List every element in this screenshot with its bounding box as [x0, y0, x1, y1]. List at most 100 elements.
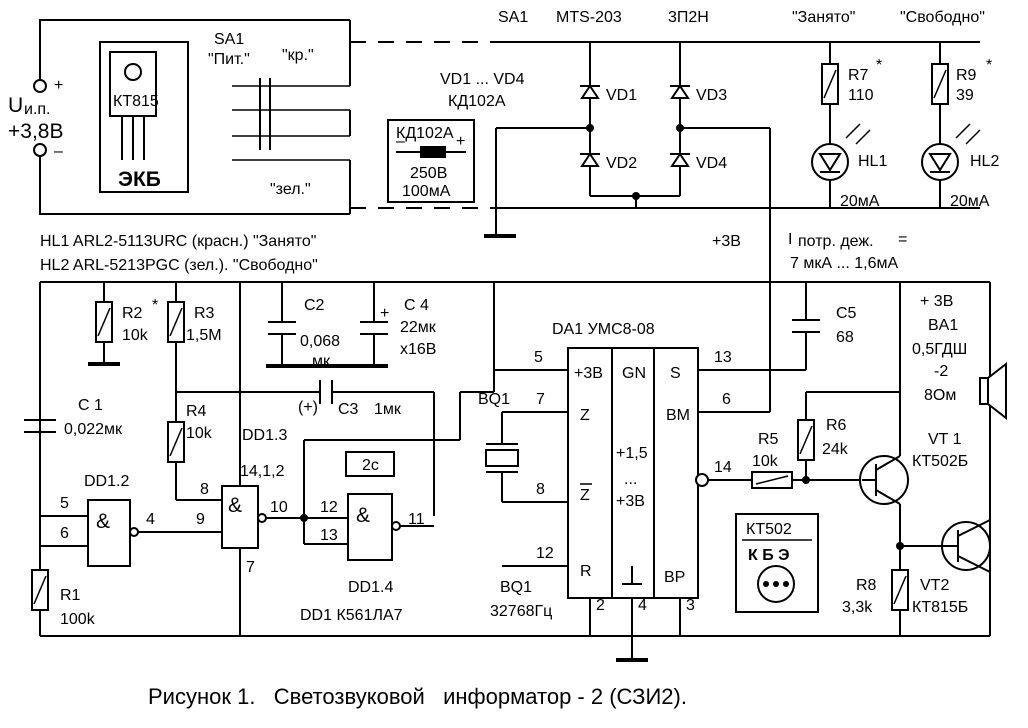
- vd3-label: VD3: [696, 87, 727, 104]
- voltage-label: U: [8, 94, 23, 117]
- transistor-vt1: VT 1 КТ502Б: [859, 392, 968, 636]
- chip-lbl-z: Z: [580, 407, 590, 424]
- c4-plus: +: [380, 305, 389, 322]
- cap-c1: C 1 0,022мк: [24, 397, 123, 438]
- c3-polarity: (+): [298, 399, 318, 416]
- gate-dd1-3: DD1.3 14,1,2 & 8 9 10 7: [176, 282, 495, 576]
- dd14-pin12: 12: [320, 499, 338, 516]
- chip-lbl-bp: BP: [664, 569, 685, 586]
- c5-value: 68: [836, 329, 854, 346]
- gate-dd1-2: DD1.2 & 5 6 4: [40, 473, 222, 567]
- r3-label: R3: [194, 305, 215, 322]
- vt2-model: КТ815Б: [912, 599, 968, 616]
- current-range: 7 мкА ... 1,6мА: [790, 255, 898, 272]
- sa1-ref: SA1: [214, 31, 244, 48]
- vt2-label: VT2: [920, 577, 949, 594]
- r1-label: R1: [60, 587, 81, 604]
- battery-card-model: КТ815: [113, 93, 159, 110]
- switch-green-label: "зел.": [270, 181, 311, 198]
- battery-card: КТ815 ЭКБ: [99, 41, 189, 193]
- led-section: R7 * 110 R9 * 39 HL1 HL2 20мА 20мА HL1 A…: [40, 42, 999, 274]
- chip-lbl-gn: GN: [622, 365, 646, 382]
- c1-value: 0,022мк: [64, 421, 123, 438]
- dd13-pin9: 9: [196, 511, 205, 528]
- dd14-pin13: 13: [320, 527, 338, 544]
- diode-card: КД102А – + 250В 100мА: [387, 119, 475, 203]
- chip-pin6: 6: [722, 391, 731, 408]
- chip-pin2: 2: [596, 597, 605, 614]
- chip-lbl-3v: +3В: [574, 365, 603, 382]
- speaker-ba1: + 3В BA1 0,5ГДШ -2 8Ом: [899, 282, 1007, 421]
- gate-dd1-4: 2c & 12 13 11 DD1.4 DD1 К561ЛА7: [300, 451, 434, 624]
- delay-label: 2c: [362, 457, 379, 474]
- chip-mid-1: +1,5: [616, 445, 648, 462]
- dd12-pin5: 5: [60, 495, 69, 512]
- c4-value-2: х16В: [400, 341, 436, 358]
- voltage-value: +3,8В: [8, 120, 63, 143]
- chip-mid-2: ...: [624, 471, 637, 488]
- r4-value: 10k: [186, 425, 213, 442]
- r7-star: *: [876, 57, 882, 74]
- dd13-pin10: 10: [270, 499, 288, 516]
- current-label: I: [788, 231, 792, 248]
- bq1-ref-2: BQ1: [500, 579, 532, 596]
- resistor-r4: R4 10k: [167, 403, 213, 463]
- chip-title: DA1 УМС8-08: [552, 321, 655, 338]
- c5-label: C5: [836, 305, 857, 322]
- speaker-model-1: 0,5ГДШ: [912, 341, 967, 358]
- label-free: "Свободно": [900, 9, 985, 26]
- led-note-2: HL2 ARL-5213PGC (зел.). "Свободно": [40, 257, 318, 274]
- dd13-amp: &: [228, 494, 242, 517]
- c2-value-2: мк: [312, 353, 331, 370]
- r9-label: R9: [956, 67, 977, 84]
- dd1-model: DD1 К561ЛА7: [300, 607, 403, 624]
- r5-label: R5: [758, 431, 779, 448]
- chip-pin7: 7: [536, 391, 545, 408]
- c3-label: C3: [338, 401, 359, 418]
- resistor-r5-r6: R5 10k R6 24k: [751, 391, 900, 489]
- r7-label: R7: [848, 67, 869, 84]
- c4-label: C 4: [404, 297, 429, 314]
- chip-pin14: 14: [714, 459, 732, 476]
- r6-value: 24k: [822, 441, 849, 458]
- c2-label: C2: [304, 297, 325, 314]
- r9-star: *: [986, 57, 992, 74]
- chip-lbl-zbar: Z: [580, 487, 590, 504]
- transistor-pinout-card: КТ502 К Б Э: [735, 513, 819, 613]
- diode-card-minus: –: [396, 133, 405, 150]
- led-note-1: HL1 ARL2-5113URC (красн.) "Занято": [40, 233, 316, 250]
- vt1-model: КТ502Б: [912, 453, 968, 470]
- resistor-r1: R1 100k: [31, 569, 96, 628]
- diode-card-plus: +: [456, 133, 465, 150]
- r5-value: 10k: [752, 453, 779, 470]
- diode-card-model: КД102А: [396, 125, 454, 142]
- chip-pin5: 5: [534, 349, 543, 366]
- bq1-ref: BQ1: [478, 391, 510, 408]
- dd14-amp: &: [356, 504, 370, 527]
- chip-pin3: 3: [686, 597, 695, 614]
- r8-label: R8: [856, 577, 877, 594]
- power-input: + – U и.п. +3,8В: [8, 19, 350, 215]
- chip-pin8: 8: [536, 481, 545, 498]
- dd14-pin11: 11: [408, 511, 425, 528]
- sa1-title-model: MTS-203: [556, 9, 622, 26]
- speaker-impedance: 8Ом: [924, 387, 956, 404]
- dd12-amp: &: [96, 510, 110, 533]
- cap-c2-c4: C2 0,068 мк + C 4 22мк х16В: [239, 282, 437, 636]
- dd12-label: DD1.2: [84, 473, 129, 490]
- crystal-bq1: BQ1 BQ1 32768Гц: [478, 391, 552, 620]
- plus-sign: +: [54, 77, 63, 94]
- hl1-current: 20мА: [840, 193, 880, 210]
- diode-card-current: 100мА: [402, 183, 451, 200]
- r2-value: 10k: [122, 327, 149, 344]
- r4-label: R4: [186, 403, 207, 420]
- diode-card-voltage: 250В: [410, 165, 447, 182]
- label-busy: "Занято": [792, 9, 855, 26]
- vd1-label: VD1: [606, 87, 637, 104]
- r3-value: 1,5М: [186, 327, 222, 344]
- chip-lbl-s: S: [670, 365, 681, 382]
- resistor-r3: R3 1,5М: [167, 282, 222, 500]
- r7-value: 110: [848, 87, 874, 104]
- switch-sa1: SA1 "Пит." "кр." "зел.": [208, 20, 351, 215]
- c4-value-1: 22мк: [400, 319, 437, 336]
